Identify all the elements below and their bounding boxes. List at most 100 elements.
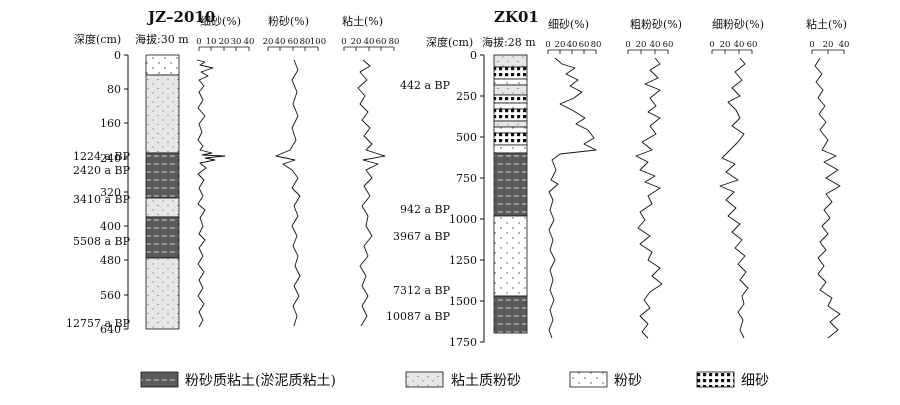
panel-tick-label: 0 bbox=[625, 40, 630, 50]
core-jz2010: JZ–2010 深度(cm) 海拔:30 m 0 80 160 240 320 … bbox=[66, 8, 399, 336]
age-label: 7312 a BP bbox=[393, 284, 451, 297]
legend-swatch-fine-sand bbox=[696, 371, 735, 388]
depth-tick-label: 160 bbox=[100, 117, 121, 130]
panel-tick-label: 40 bbox=[650, 40, 661, 50]
panel-tick-label: 10 bbox=[206, 37, 217, 47]
depth-tick-label: 400 bbox=[100, 220, 121, 233]
legend-label: 粉砂 bbox=[614, 373, 642, 389]
depth-tick-label: 240 bbox=[100, 152, 121, 165]
depth-tick-label: 0 bbox=[114, 49, 121, 62]
panel-tick-label: 40 bbox=[839, 40, 850, 50]
depth-axis-label-right: 深度(cm) bbox=[426, 35, 473, 49]
panel-title: 粘土(%) bbox=[806, 17, 847, 31]
core-title-left: JZ–2010 bbox=[146, 8, 215, 26]
age-label: 1224 a BP bbox=[73, 150, 131, 163]
legend-swatch-silty-clay bbox=[140, 371, 179, 388]
panel-tick-label: 0 bbox=[196, 37, 201, 47]
depth-axis-left bbox=[124, 54, 129, 330]
panel-tick-label: 20 bbox=[351, 37, 362, 47]
legend-item: 细砂 bbox=[696, 371, 769, 389]
panel-title: 粘土(%) bbox=[342, 14, 383, 28]
panel-tick-label: 40 bbox=[567, 40, 578, 50]
panel-title: 粉砂(%) bbox=[268, 15, 309, 28]
panel-tick-label: 60 bbox=[376, 37, 387, 47]
grain-size-curve bbox=[196, 59, 226, 328]
elevation-label-right: 海拔:28 m bbox=[482, 35, 536, 49]
panel-title: 细粉砂(%) bbox=[712, 18, 764, 31]
elevation-label-left: 海拔:30 m bbox=[135, 32, 189, 46]
core-title-right: ZK01 bbox=[494, 8, 539, 26]
depth-tick-label: 1500 bbox=[449, 295, 477, 308]
panel-tick-label: 20 bbox=[219, 37, 230, 47]
grain-size-curve bbox=[548, 57, 597, 339]
grain-size-curve bbox=[275, 59, 301, 327]
legend-item: 粘土质粉砂 bbox=[405, 371, 521, 389]
depth-tick-label: 0 bbox=[470, 49, 477, 62]
legend-swatch-silt bbox=[569, 371, 608, 388]
age-label: 12757 a BP bbox=[66, 317, 131, 330]
panel-axis bbox=[198, 46, 395, 51]
panel-tick-label: 60 bbox=[288, 37, 299, 47]
legend-label: 粘土质粉砂 bbox=[451, 373, 521, 389]
panel-tick-label: 20 bbox=[720, 40, 731, 50]
legend-label: 细砂 bbox=[741, 373, 769, 389]
depth-tick-label: 1750 bbox=[449, 336, 477, 349]
legend-item: 粉砂 bbox=[569, 371, 642, 389]
depth-tick-label: 500 bbox=[456, 131, 477, 144]
legend: 粉砂质粘土(淤泥质粘土) 粘土质粉砂 粉砂 细砂 bbox=[140, 371, 769, 389]
depth-tick-label: 640 bbox=[100, 323, 121, 336]
panel-title: 细砂(%) bbox=[548, 18, 589, 31]
panel-tick-label: 20 bbox=[823, 40, 834, 50]
panel-tick-label: 0 bbox=[545, 40, 550, 50]
grain-size-curve bbox=[357, 59, 386, 327]
panel-tick-label: 0 bbox=[809, 40, 814, 50]
panel-tick-label: 30 bbox=[231, 37, 242, 47]
core-zk01: ZK01 深度(cm) 海拔:28 m 0 250 500 750 1000 1… bbox=[386, 8, 849, 349]
panel-title: 粗粉砂(%) bbox=[630, 18, 682, 31]
panel-tick-label: 20 bbox=[263, 37, 274, 47]
panel-tick-label: 40 bbox=[734, 40, 745, 50]
age-label: 942 a BP bbox=[400, 203, 451, 216]
depth-tick-label: 1250 bbox=[449, 254, 477, 267]
panel-tick-label: 0 bbox=[709, 40, 714, 50]
age-label: 2420 a BP bbox=[73, 164, 131, 177]
panel-tick-label: 80 bbox=[389, 37, 400, 47]
panel-tick-label: 80 bbox=[300, 37, 311, 47]
panel-title: 细砂(%) bbox=[200, 15, 241, 28]
depth-axis-right bbox=[480, 54, 485, 343]
depth-tick-label: 250 bbox=[456, 90, 477, 103]
panel-tick-label: 60 bbox=[579, 40, 590, 50]
panel-tick-label: 80 bbox=[591, 40, 602, 50]
age-label: 5508 a BP bbox=[73, 235, 131, 248]
lithology-column-right bbox=[493, 54, 528, 334]
depth-tick-label: 1000 bbox=[449, 213, 477, 226]
panel-tick-label: 60 bbox=[663, 40, 674, 50]
depth-tick-label: 480 bbox=[100, 254, 121, 267]
grain-size-curve bbox=[719, 57, 749, 339]
age-label: 10087 a BP bbox=[386, 310, 451, 323]
panel-tick-label: 0 bbox=[341, 37, 346, 47]
age-label: 442 a BP bbox=[400, 79, 451, 92]
panel-tick-label: 40 bbox=[364, 37, 375, 47]
depth-tick-label: 80 bbox=[107, 83, 121, 96]
panel-tick-label: 40 bbox=[244, 37, 255, 47]
legend-label: 粉砂质粘土(淤泥质粘土) bbox=[185, 373, 336, 389]
depth-tick-label: 320 bbox=[100, 186, 121, 199]
panel-tick-label: 100 bbox=[310, 37, 326, 47]
panel-tick-label: 20 bbox=[636, 40, 647, 50]
depth-axis-label-left: 深度(cm) bbox=[74, 32, 121, 46]
depth-tick-label: 560 bbox=[100, 289, 121, 302]
panel-axis bbox=[547, 49, 845, 54]
lithology-column-left bbox=[145, 54, 180, 330]
grain-size-curve bbox=[814, 57, 841, 339]
panel-tick-label: 60 bbox=[747, 40, 758, 50]
legend-item: 粉砂质粘土(淤泥质粘土) bbox=[140, 371, 336, 389]
age-label: 3967 a BP bbox=[393, 230, 451, 243]
grain-size-curve bbox=[635, 57, 663, 339]
legend-swatch-clayey-silt bbox=[405, 371, 444, 388]
panel-tick-label: 20 bbox=[555, 40, 566, 50]
depth-tick-label: 750 bbox=[456, 172, 477, 185]
age-label: 3410 a BP bbox=[73, 193, 131, 206]
panel-tick-label: 40 bbox=[275, 37, 286, 47]
